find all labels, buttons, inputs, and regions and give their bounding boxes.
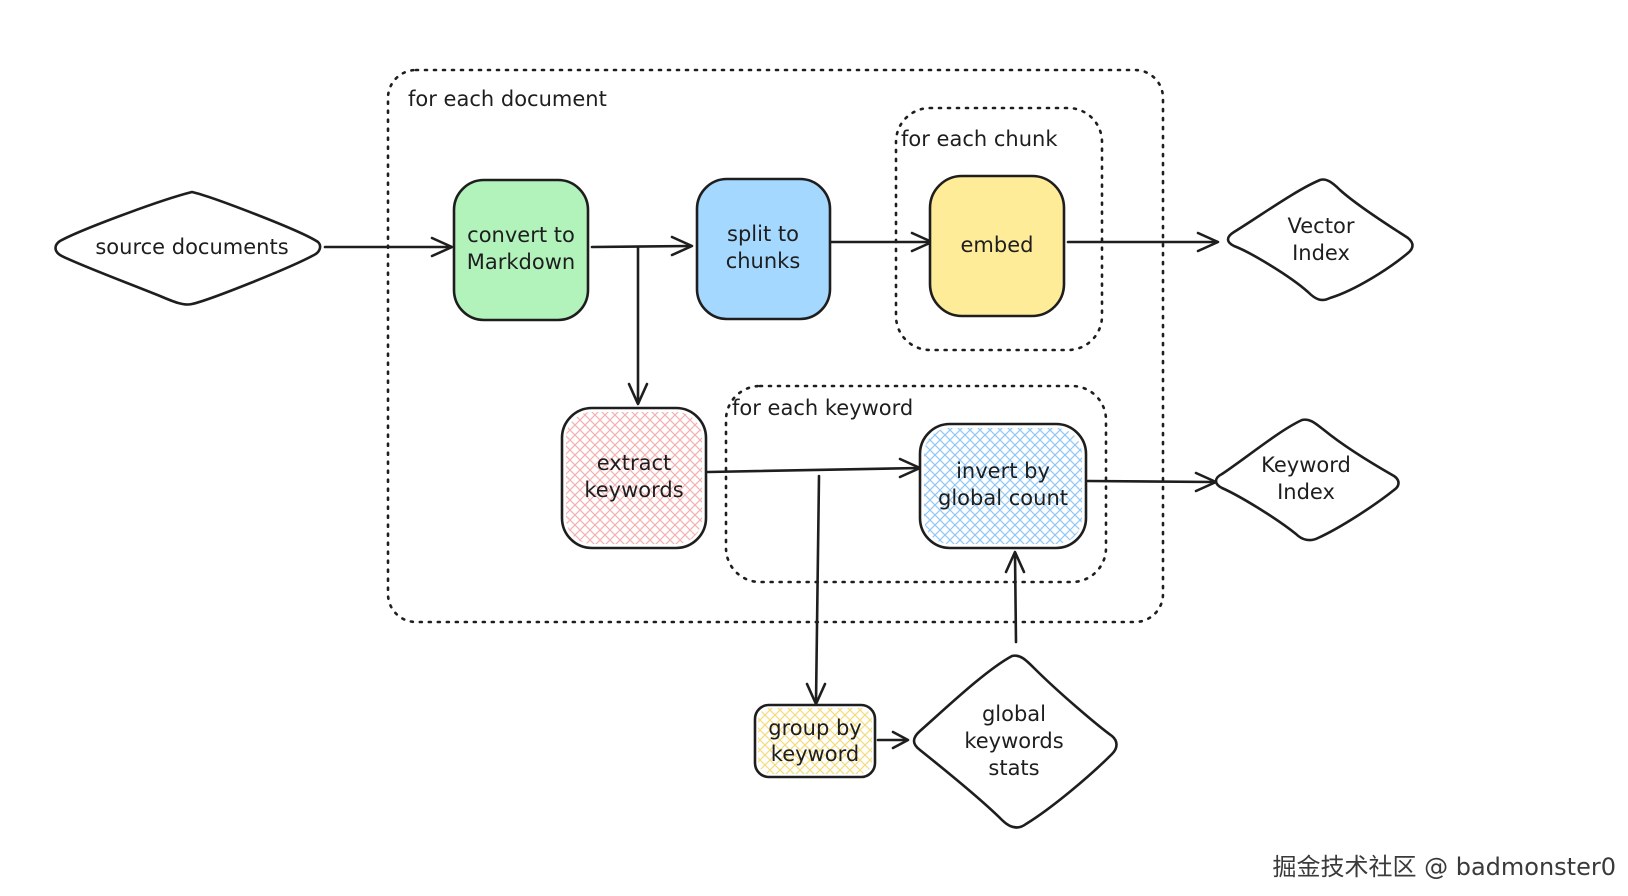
- node-label: Index: [1292, 241, 1350, 265]
- group-label-document: for each document: [408, 87, 607, 111]
- node-label: embed: [961, 233, 1034, 257]
- node-label: keywords: [584, 478, 683, 502]
- node-extract-keywords: extract keywords: [560, 406, 708, 550]
- node-label: Vector: [1288, 214, 1355, 238]
- node-label: group by: [768, 716, 861, 740]
- node-split-to-chunks: split to chunks: [695, 177, 832, 321]
- node-embed: embed: [928, 174, 1066, 318]
- arrow-source-to-convert: [323, 236, 454, 258]
- node-label: Markdown: [467, 250, 575, 274]
- arrow-split-to-embed: [828, 231, 934, 253]
- arrow-convert-to-split: [590, 235, 694, 257]
- arrow-embed-to-vector-index: [1066, 231, 1220, 253]
- node-vector-index: Vector Index: [1226, 178, 1414, 302]
- node-label: stats: [988, 756, 1039, 780]
- watermark: 掘金技术社区 @ badmonster0: [1272, 853, 1616, 881]
- group-for-each-chunk: for each chunk: [894, 106, 1104, 352]
- arrow-extract-to-group: [805, 474, 827, 706]
- node-convert-to-markdown: convert to Markdown: [452, 178, 590, 322]
- group-for-each-document: for each document: [386, 68, 1165, 624]
- group-label-chunk: for each chunk: [901, 127, 1058, 151]
- node-label: Index: [1277, 480, 1335, 504]
- node-label: Keyword: [1261, 453, 1351, 477]
- node-label: source documents: [95, 235, 288, 259]
- node-label: extract: [597, 451, 672, 475]
- node-label: global count: [938, 486, 1068, 510]
- node-label: keyword: [771, 742, 859, 766]
- node-invert-by-global-count: invert by global count: [918, 422, 1088, 550]
- node-group-by-keyword: group by keyword: [753, 703, 877, 779]
- arrow-extract-to-invert: [706, 457, 922, 479]
- arrow-group-to-stats: [876, 730, 910, 750]
- node-label: split to: [727, 222, 799, 246]
- node-label: invert by: [956, 459, 1050, 483]
- node-global-keywords-stats: global keywords stats: [912, 654, 1118, 829]
- node-label: keywords: [964, 729, 1063, 753]
- group-for-each-keyword: for each keyword: [724, 384, 1108, 584]
- node-label: chunks: [726, 249, 801, 273]
- node-label: global: [982, 702, 1046, 726]
- node-label: convert to: [467, 223, 575, 247]
- node-keyword-index: Keyword Index: [1214, 418, 1400, 542]
- node-source-documents: source documents: [54, 190, 322, 306]
- arrow-stats-to-invert: [1004, 550, 1026, 644]
- group-label-keyword: for each keyword: [732, 396, 913, 420]
- arrow-convert-to-extract: [627, 246, 649, 406]
